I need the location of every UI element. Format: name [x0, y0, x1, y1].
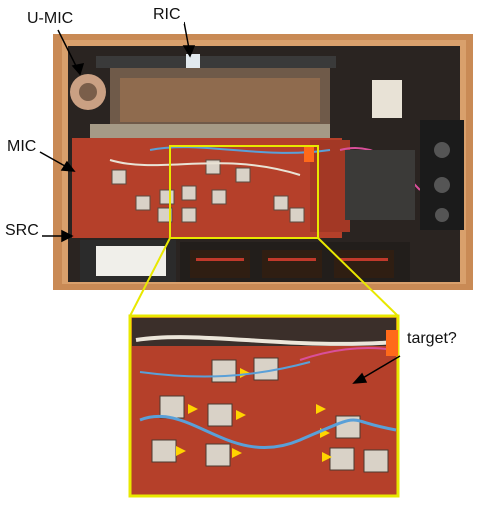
label-mic: MIC: [4, 138, 40, 156]
label-target: target?: [404, 330, 460, 348]
target-marker: [386, 330, 398, 356]
coil: [372, 80, 402, 118]
label-ric: RIC: [150, 6, 184, 24]
label-u-mic: U-MIC: [24, 10, 77, 28]
battery-2: [262, 250, 322, 278]
battery-1: [190, 250, 250, 278]
label-src: SRC: [2, 222, 42, 240]
battery-3: [334, 250, 394, 278]
battery-box: [96, 246, 166, 276]
zoom-source-box: [169, 145, 319, 239]
dial-strip: [90, 124, 330, 138]
ferrite-rod: [96, 56, 336, 68]
